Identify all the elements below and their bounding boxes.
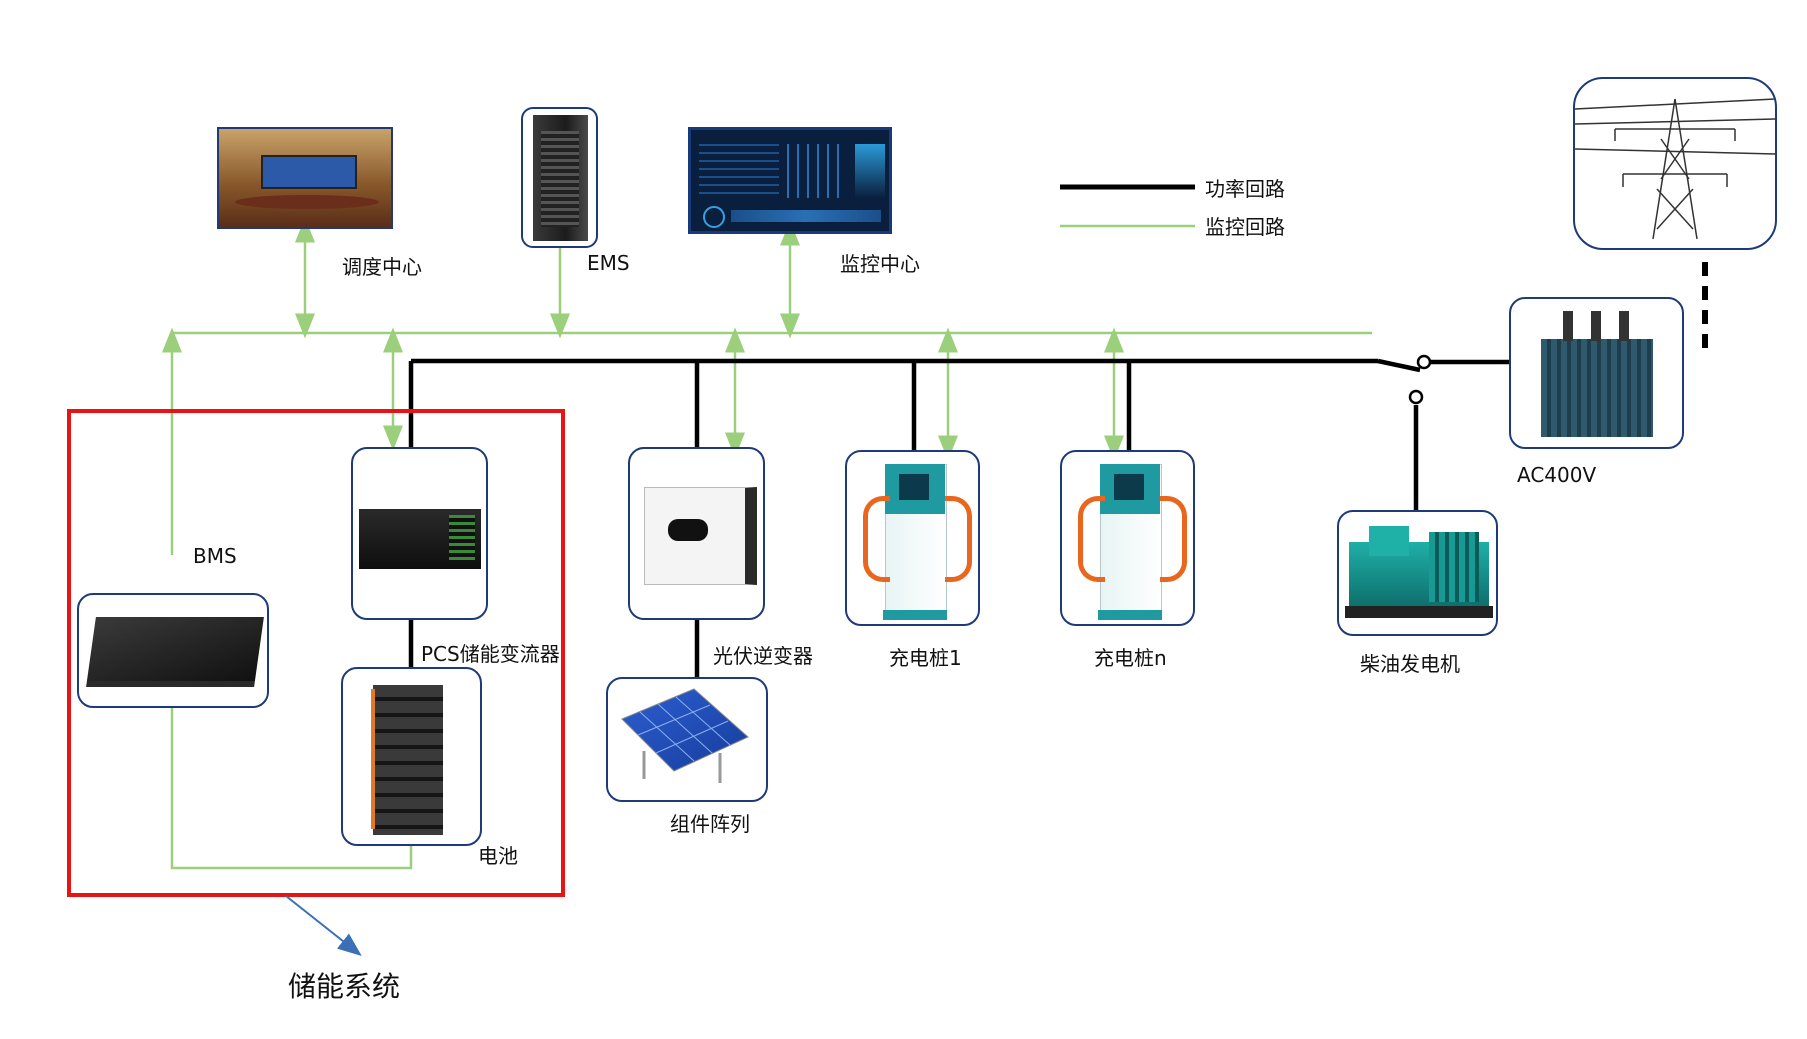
dashboard-screen-picture [688,127,892,234]
pv-inverter-label: 光伏逆变器 [713,644,813,668]
solar-panel-picture [621,688,749,783]
monitor-center-label: 监控中心 [840,252,920,276]
storage-system-label: 储能系统 [288,970,401,1003]
ems-label: EMS [587,251,630,275]
transformer-card [1509,297,1684,449]
dispatch-center-label: 调度中心 [342,255,422,279]
desk-row [235,195,379,209]
charger-1-label: 充电桩1 [889,646,962,670]
storage-system-box [67,409,565,897]
module-array-label: 组件阵列 [670,812,750,836]
diesel-generator-card [1337,510,1498,636]
module-array-card [606,677,768,802]
legend [1060,184,1195,228]
transformer-picture [1541,339,1653,437]
charger-n-label: 充电桩n [1094,646,1167,670]
switch-contact-bottom [1408,389,1424,405]
charger-1-card [845,450,980,626]
battery-cabinet-picture [373,685,443,835]
power-bus [408,262,1708,677]
storage-pointer-arrow [285,895,362,956]
charger-n-card [1060,450,1195,626]
bms-rack-unit-picture [86,617,264,687]
ems-card [521,107,598,248]
pcs-card [351,447,488,620]
legend-monitor-label: 监控回路 [1205,215,1285,239]
switch-contact-top [1416,354,1432,370]
grid-tower-card [1573,77,1777,250]
control-room-picture [217,127,393,229]
transformer-label: AC400V [1517,463,1597,487]
battery-card [341,667,482,846]
bms-label: BMS [193,544,237,568]
legend-power-label: 功率回路 [1205,177,1285,201]
diesel-generator-label: 柴油发电机 [1360,652,1460,676]
transmission-tower-picture [1575,98,1775,240]
monitor-bus [162,217,1372,870]
pv-inverter-card [628,447,765,620]
battery-label: 电池 [478,844,518,868]
bms-card [77,593,269,708]
video-wall [261,155,357,189]
pcs-label: PCS储能变流器 [421,642,560,666]
